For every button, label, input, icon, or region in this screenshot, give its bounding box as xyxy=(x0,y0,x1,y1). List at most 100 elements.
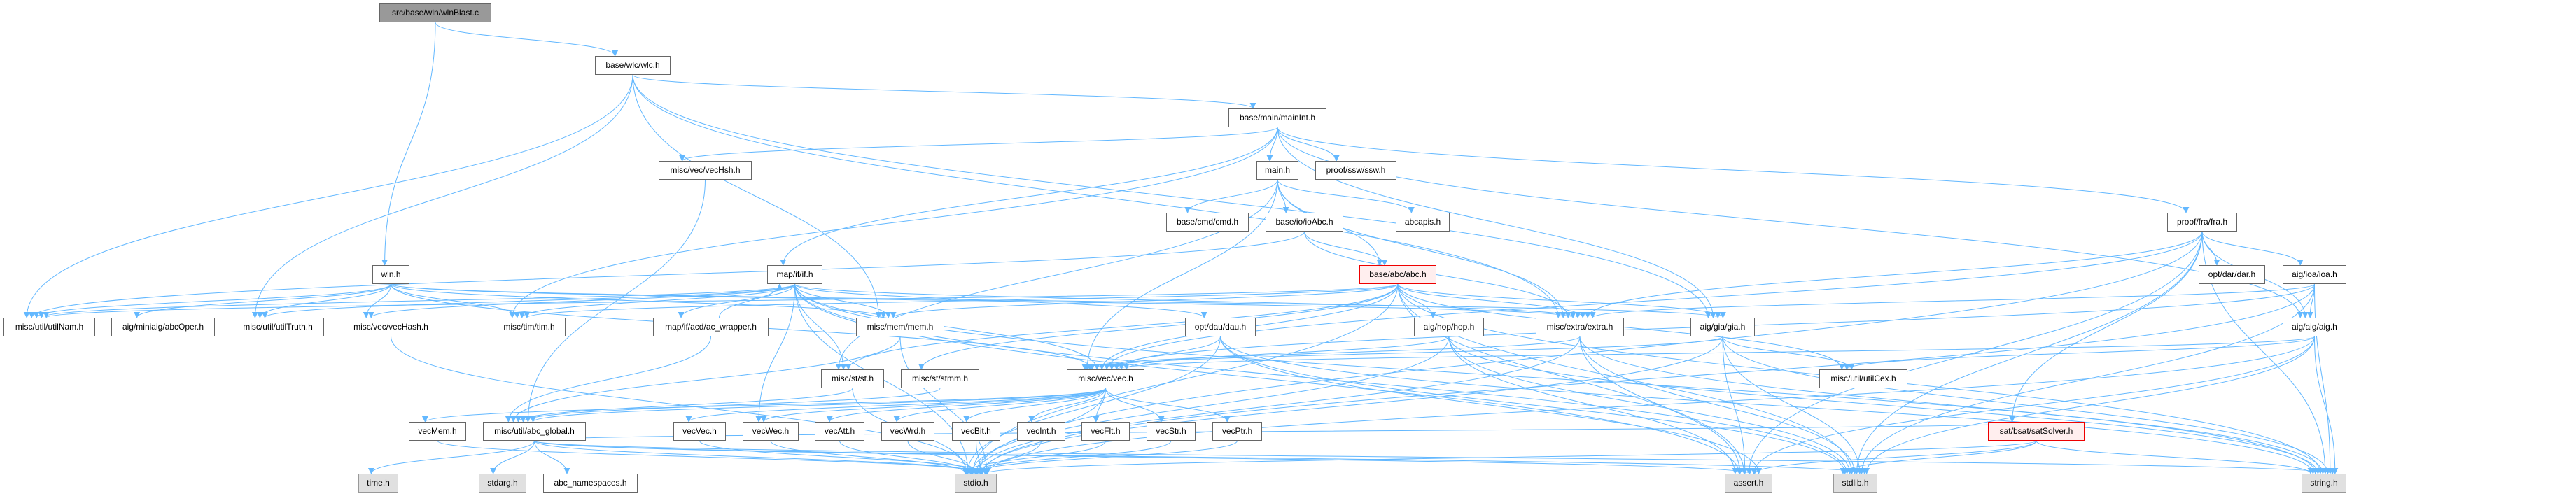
edge-abcg-to-stdio xyxy=(534,440,983,474)
node-satsolver[interactable]: sat/bsat/satSolver.h xyxy=(1988,422,2085,441)
edge-gia-to-stdlib xyxy=(1722,336,1863,474)
node-tim[interactable]: misc/tim/tim.h xyxy=(493,318,566,336)
node-gia[interactable]: aig/gia/gia.h xyxy=(1690,318,1755,336)
edge-fra-to-extra xyxy=(1584,231,2203,318)
edge-fra-to-vec xyxy=(1103,231,2203,370)
edge-abc-to-utilnam xyxy=(43,283,1399,318)
node-extra[interactable]: misc/extra/extra.h xyxy=(1536,318,1624,336)
edge-dau-to-string xyxy=(1220,336,2316,474)
node-dar[interactable]: opt/dar/dar.h xyxy=(2199,265,2265,284)
node-ssw[interactable]: proof/ssw/ssw.h xyxy=(1315,161,1396,180)
edge-hop-to-stdio xyxy=(969,336,1450,474)
edge-if-to-mem xyxy=(794,283,892,318)
node-if[interactable]: map/if/if.h xyxy=(767,265,822,284)
edge-wln-to-utilnam xyxy=(33,283,391,318)
node-vecvec[interactable]: vecVec.h xyxy=(673,422,726,441)
edge-vec-to-vecmem xyxy=(422,388,1106,423)
edge-vechash-to-stdio xyxy=(391,336,975,474)
node-utilnam[interactable]: misc/util/utilNam.h xyxy=(4,318,95,336)
edge-gia-to-assert xyxy=(1722,336,1749,474)
edge-main-to-abcapis xyxy=(1277,179,1415,213)
node-stdlib[interactable]: stdlib.h xyxy=(1833,474,1877,493)
node-mem[interactable]: misc/mem/mem.h xyxy=(856,318,944,336)
edge-vec-to-vecvec xyxy=(685,388,1106,423)
node-hop[interactable]: aig/hop/hop.h xyxy=(1414,318,1484,336)
node-aig[interactable]: aig/aig/aig.h xyxy=(2283,318,2346,336)
edge-wln-to-abcoper xyxy=(134,283,391,318)
node-utilcex[interactable]: misc/util/utilCex.h xyxy=(1819,369,1907,388)
node-vecmem[interactable]: vecMem.h xyxy=(409,422,466,441)
edge-if-to-utilnam xyxy=(38,283,795,318)
edge-vec-to-vecwrd xyxy=(893,388,1106,423)
node-vecint[interactable]: vecInt.h xyxy=(1017,422,1065,441)
node-acw[interactable]: map/if/acd/ac_wrapper.h xyxy=(653,318,769,336)
edge-hop-to-vec xyxy=(1123,336,1450,370)
node-vecwec[interactable]: vecWec.h xyxy=(743,422,799,441)
node-vecptr[interactable]: vecPtr.h xyxy=(1212,422,1262,441)
node-abcoper[interactable]: aig/miniaig/abcOper.h xyxy=(111,318,215,336)
node-ns[interactable]: abc_namespaces.h xyxy=(543,474,638,493)
node-abcg[interactable]: misc/util/abc_global.h xyxy=(483,422,586,441)
edge-satsolver-to-abcg xyxy=(527,421,2045,441)
node-vechsh[interactable]: misc/vec/vecHsh.h xyxy=(659,161,752,180)
node-main[interactable]: main.h xyxy=(1256,161,1298,180)
node-vecflt[interactable]: vecFlt.h xyxy=(1082,422,1130,441)
edge-abc-to-stmm xyxy=(918,283,1399,370)
edge-abcg-to-time xyxy=(368,440,535,474)
edge-if-to-extra xyxy=(794,283,1581,318)
node-assert[interactable]: assert.h xyxy=(1725,474,1772,493)
node-dau[interactable]: opt/dau/dau.h xyxy=(1185,318,1256,336)
node-wln[interactable]: wln.h xyxy=(372,265,410,284)
node-utiltruth[interactable]: misc/util/utilTruth.h xyxy=(232,318,324,336)
node-ioabc[interactable]: base/io/ioAbc.h xyxy=(1266,213,1343,232)
edge-fra-to-ioa xyxy=(2202,231,2304,266)
node-abc[interactable]: base/abc/abc.h xyxy=(1359,265,1436,284)
edge-abcg-to-ns xyxy=(534,440,570,474)
edge-vec-to-vecstr xyxy=(1105,388,1165,423)
node-vechash[interactable]: misc/vec/vecHash.h xyxy=(342,318,440,336)
node-mainint[interactable]: base/main/mainInt.h xyxy=(1228,108,1326,127)
edge-vec-to-vecptr xyxy=(1105,388,1231,423)
node-vec[interactable]: misc/vec/vec.h xyxy=(1067,369,1144,388)
edge-if-to-vecwec xyxy=(755,283,795,423)
edge-mainint-to-gia xyxy=(1277,127,1716,318)
edge-fra-to-assert xyxy=(1746,231,2203,474)
node-cmd[interactable]: base/cmd/cmd.h xyxy=(1166,213,1249,232)
edge-vec-to-vecint xyxy=(1028,388,1106,423)
node-time[interactable]: time.h xyxy=(358,474,398,493)
edge-aig-to-assert xyxy=(1751,336,2315,474)
node-string[interactable]: string.h xyxy=(2302,474,2346,493)
edge-dau-to-assert xyxy=(1220,336,1763,474)
edge-aig-to-stdlib xyxy=(1863,336,2315,474)
edge-wlc-to-mem xyxy=(632,74,882,318)
node-vecwrd[interactable]: vecWrd.h xyxy=(881,422,934,441)
node-abcapis[interactable]: abcapis.h xyxy=(1396,213,1450,232)
edge-ioa-to-stdio xyxy=(979,283,2315,474)
edge-fra-to-stdlib xyxy=(1854,231,2203,474)
edge-extra-to-assert xyxy=(1579,336,1744,474)
node-stdio[interactable]: stdio.h xyxy=(955,474,997,493)
edge-vec-to-vecwec xyxy=(760,388,1106,423)
node-wlnblast[interactable]: src/base/wln/wlnBlast.c xyxy=(379,3,491,22)
edge-mem-to-abcg xyxy=(510,336,901,423)
node-vecatt[interactable]: vecAtt.h xyxy=(815,422,864,441)
node-wlc[interactable]: base/wlc/wlc.h xyxy=(595,56,671,75)
node-st[interactable]: misc/st/st.h xyxy=(821,369,884,388)
edge-dau-to-stdlib xyxy=(1220,336,1849,474)
edge-vec-to-vecbit xyxy=(963,388,1106,423)
node-stmm[interactable]: misc/st/stmm.h xyxy=(901,369,979,388)
node-vecstr[interactable]: vecStr.h xyxy=(1147,422,1196,441)
edge-abcg-to-string xyxy=(534,440,2335,474)
edge-wln-to-extra xyxy=(391,283,1576,318)
edge-aig-to-vec xyxy=(1114,336,2315,370)
node-fra[interactable]: proof/fra/fra.h xyxy=(2167,213,2237,232)
edge-aig-to-string xyxy=(2314,336,2339,474)
edge-if-to-dau xyxy=(794,283,1208,318)
node-ioa[interactable]: aig/ioa/ioa.h xyxy=(2283,265,2346,284)
edge-dau-to-vec xyxy=(1118,336,1221,370)
node-stdarg[interactable]: stdarg.h xyxy=(479,474,526,493)
edge-extra-to-string xyxy=(1579,336,2326,474)
edge-extra-to-stdio xyxy=(974,336,1581,474)
node-vecbit[interactable]: vecBit.h xyxy=(952,422,1000,441)
edge-abcg-to-stdlib xyxy=(534,440,1868,474)
